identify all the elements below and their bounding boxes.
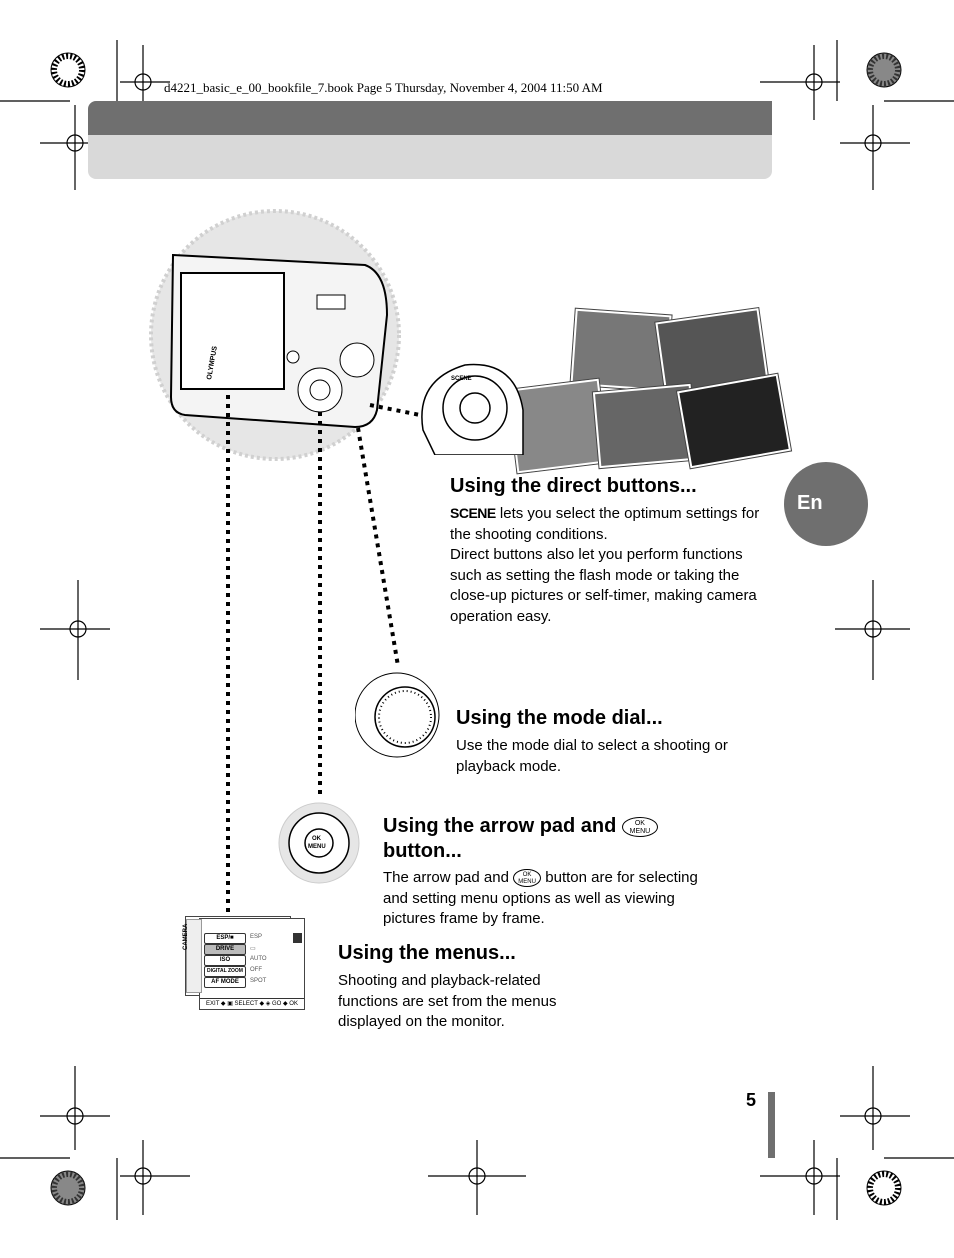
heading-arrow-pad-part1: Using the arrow pad and: [383, 815, 617, 837]
heading-menus: Using the menus...: [338, 942, 516, 964]
mode-dial-closeup: [355, 672, 440, 758]
menu-side-tab: [186, 919, 202, 993]
menu-value-drive: ▭: [250, 946, 256, 952]
menu-scrollbar: [293, 933, 302, 943]
page-number-bar: [768, 1092, 775, 1158]
menu-side-label: CAMERA: [183, 923, 189, 950]
language-tab-label: En: [797, 492, 823, 514]
scene-label: SCENE: [451, 376, 472, 382]
pad-menu-label: MENU: [308, 844, 326, 850]
menu-screenshot: ESP/■ ESP DRIVE ▭ ISO AUTO DIGITAL ZOOM …: [186, 918, 305, 1010]
heading-arrow-pad-line2: button...: [383, 840, 462, 862]
menu-value-esp: ESP: [250, 934, 263, 940]
language-tab: [784, 462, 868, 546]
heading-direct-buttons: Using the direct buttons...: [450, 475, 697, 497]
heading-mode-dial: Using the mode dial...: [456, 707, 663, 729]
menu-item-digital-zoom: DIGITAL ZOOM: [204, 966, 246, 977]
arrow-pad-body-part2: button are for selecting and setting men…: [383, 869, 698, 928]
menu-item-iso: ISO: [204, 955, 246, 966]
pad-ok-label: OK: [312, 836, 322, 842]
menu-value-digital-zoom: OFF: [250, 967, 262, 973]
menu-value-af-mode: SPOT: [250, 978, 267, 984]
menu-item-af-mode: AF MODE: [204, 977, 246, 988]
header-band-dark: [88, 101, 772, 135]
menu-value-iso: AUTO: [250, 956, 267, 962]
book-meta-line: d4221_basic_e_00_bookfile_7.book Page 5 …: [164, 80, 603, 95]
body-mode-dial: Use the mode dial to select a shooting o…: [456, 737, 728, 775]
direct-line1: lets you select the optimum settings for…: [450, 505, 760, 543]
camera-illustration: OLYMPUS: [149, 209, 401, 461]
arrow-pad-body-part1: The arrow pad and: [383, 869, 509, 886]
menu-item-esp: ESP/■: [204, 933, 246, 944]
header-band-light: [88, 135, 772, 179]
page-number: 5: [746, 1090, 757, 1110]
body-menus: Shooting and playback-related functions …: [338, 972, 557, 1031]
arrow-pad-closeup: OK MENU: [278, 802, 360, 884]
scene-word: SCENE: [450, 505, 496, 521]
direct-buttons-closeup: SCENE: [421, 363, 524, 455]
menu-item-drive: DRIVE: [204, 944, 246, 955]
body-direct-buttons: SCENE lets you select the optimum settin…: [450, 503, 772, 628]
menu-footer: EXIT ◆ ▣ SELECT ◆ ◈ GO ◆ OK: [200, 998, 304, 1009]
direct-line2: Direct buttons also let you perform func…: [450, 546, 757, 625]
